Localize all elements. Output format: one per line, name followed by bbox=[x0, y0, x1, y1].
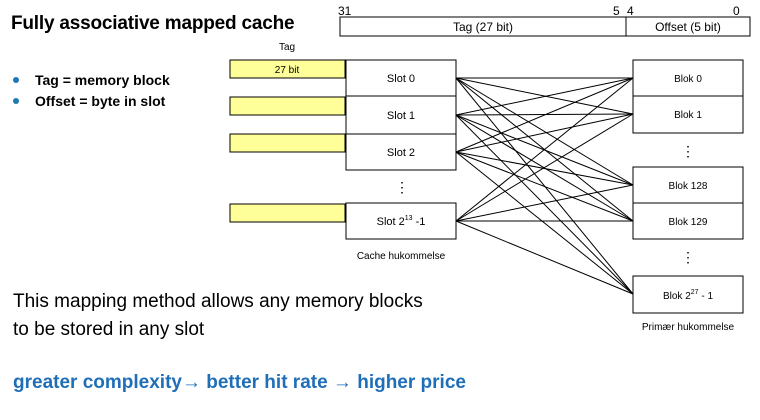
tag-width-label: 27 bit bbox=[275, 65, 300, 76]
memory-caption: Primær hukommelse bbox=[642, 322, 735, 333]
offset-field-box bbox=[625, 16, 751, 37]
mapping-line-slot3-block2 bbox=[455, 184, 634, 222]
mapping-line-slot2-block1 bbox=[455, 113, 634, 153]
mapping-line-slot2-block0 bbox=[455, 77, 634, 153]
offset-field-label: Offset (5 bit) bbox=[655, 20, 721, 34]
mapping-line-slot2-block3 bbox=[455, 151, 634, 222]
description: This mapping method allows any memory bl… bbox=[13, 288, 533, 344]
cache-slot-2 bbox=[345, 133, 457, 171]
tag-column-label: Tag bbox=[279, 42, 295, 53]
memory-block-last bbox=[632, 275, 744, 314]
tag-field-label: Tag (27 bit) bbox=[453, 20, 513, 34]
mapping-line-slot2-block2 bbox=[455, 151, 634, 186]
mapping-line-slot1-block4 bbox=[455, 114, 634, 295]
memory-ellipsis-2: ⋮ bbox=[681, 249, 695, 265]
bullet-list: Tag = memory block Offset = byte in slot bbox=[13, 70, 170, 112]
conclusion-text: greater complexity→ better hit rate → hi… bbox=[13, 372, 466, 393]
bit-31-label: 31 bbox=[338, 4, 352, 18]
slot-last-label: Slot 213 -1 bbox=[377, 215, 426, 228]
memory-block-1 bbox=[632, 95, 744, 134]
mapping-line-slot3-block0 bbox=[455, 77, 634, 222]
mapping-line-slot3-block1 bbox=[455, 113, 634, 222]
description-line-1: This mapping method allows any memory bl… bbox=[13, 291, 423, 312]
mapping-line-slot1-block0 bbox=[455, 77, 634, 116]
bit-5-label: 5 bbox=[613, 4, 620, 18]
memory-block-0 bbox=[632, 59, 744, 97]
mapping-line-slot0-block2 bbox=[455, 77, 634, 186]
block-0-label: Blok 0 bbox=[674, 74, 702, 85]
memory-ellipsis-1: ⋮ bbox=[681, 143, 695, 159]
mapping-line-slot3-block4 bbox=[455, 220, 634, 295]
bullet-offset: Offset = byte in slot bbox=[13, 91, 170, 112]
cache-caption: Cache hukommelse bbox=[357, 251, 446, 262]
slot-1-label: Slot 1 bbox=[387, 110, 415, 122]
block-1-label: Blok 1 bbox=[674, 110, 702, 121]
memory-block-129 bbox=[632, 202, 744, 240]
block-128-label: Blok 128 bbox=[669, 181, 708, 192]
tag-box-1 bbox=[229, 96, 346, 116]
bit-0-label: 0 bbox=[733, 4, 740, 18]
slide-title: Fully associative mapped cache bbox=[11, 13, 295, 34]
mapping-line-slot2-block4 bbox=[455, 151, 634, 295]
tag-box-last bbox=[229, 203, 346, 223]
block-129-label: Blok 129 bbox=[669, 217, 708, 228]
tag-box-2 bbox=[229, 133, 346, 153]
bit-4-label: 4 bbox=[627, 4, 634, 18]
description-line-2: to be stored in any slot bbox=[13, 319, 205, 340]
slot-0-label: Slot 0 bbox=[387, 73, 415, 85]
block-last-label: Blok 227 - 1 bbox=[663, 289, 713, 302]
slot-2-label: Slot 2 bbox=[387, 147, 415, 159]
cache-slot-1 bbox=[345, 95, 457, 135]
mapping-lines bbox=[455, 77, 634, 295]
tag-box-0 bbox=[229, 59, 346, 79]
cache-slot-last bbox=[345, 202, 457, 240]
bullet-tag: Tag = memory block bbox=[13, 70, 170, 91]
cache-ellipsis: ⋮ bbox=[395, 179, 409, 195]
